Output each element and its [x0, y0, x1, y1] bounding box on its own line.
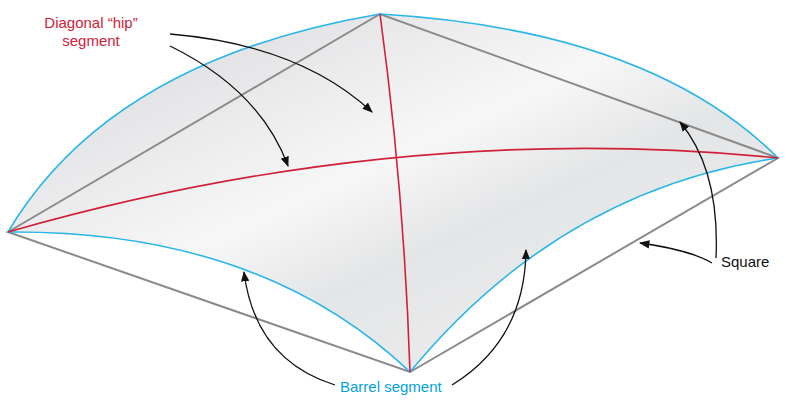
square — [8, 14, 778, 372]
barrel-segments — [8, 14, 778, 372]
surface-fill — [8, 14, 778, 372]
square-label: Square — [721, 253, 769, 271]
barrel-label: Barrel segment — [340, 378, 442, 396]
hip-label: Diagonal “hip” segment — [32, 14, 150, 50]
hip-segments — [8, 14, 778, 372]
leader-lines — [170, 34, 716, 385]
